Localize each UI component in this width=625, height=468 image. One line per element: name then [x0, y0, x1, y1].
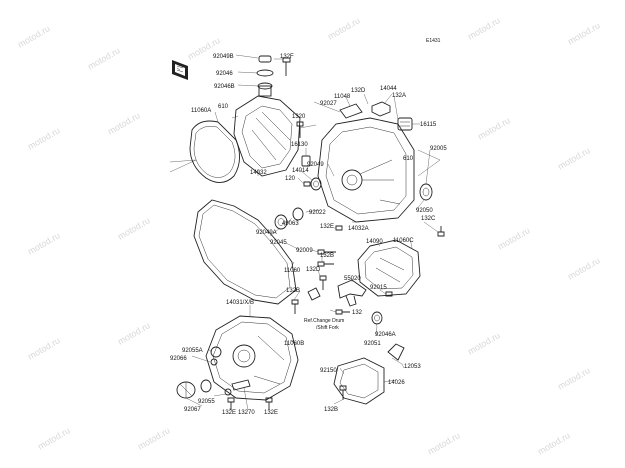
watermark: motod.ru: [26, 335, 62, 361]
label-132B-a: 132B: [320, 253, 334, 259]
sprocket-cover-14026: [333, 343, 405, 405]
label-14014: 14014: [292, 168, 309, 174]
label-92150: 92150: [320, 368, 337, 374]
watermark-layer: motod.ru motod.ru motod.ru motod.ru moto…: [16, 15, 602, 456]
label-92049B: 92049B: [213, 54, 234, 60]
front-arrow-icon: [172, 60, 188, 80]
watermark: motod.ru: [536, 430, 572, 456]
label-92055A: 92055A: [182, 348, 203, 354]
label-11060B: 11060B: [284, 341, 304, 347]
watermark: motod.ru: [566, 20, 602, 46]
label-92009: 92009: [296, 248, 313, 254]
label-1320: 1320: [292, 114, 306, 120]
label-92022: 92022: [309, 210, 326, 216]
watermark: motod.ru: [466, 330, 502, 356]
label-132F: 132F: [280, 54, 294, 60]
label-132B-c: 132B: [324, 407, 338, 413]
label-132E-a: 132E: [222, 410, 236, 416]
label-92055: 92055: [198, 399, 215, 405]
label-92046B: 92046B: [214, 84, 235, 90]
label-92045: 92045: [270, 240, 287, 246]
label-11048: 11048: [334, 94, 351, 100]
label-92049A: 92049A: [256, 230, 277, 236]
clutch-cover-14032: [189, 55, 311, 187]
label-120: 120: [285, 176, 296, 182]
crankcase-cover-14032A: [274, 101, 445, 237]
label-132E-b: 132E: [264, 410, 278, 416]
watermark: motod.ru: [466, 15, 502, 41]
watermark: motod.ru: [26, 230, 62, 256]
label-132B-b: 132B: [286, 288, 300, 294]
label-132-c: 132: [352, 310, 363, 316]
watermark: motod.ru: [86, 45, 122, 71]
label-132D: 132D: [351, 88, 366, 94]
ref-change-drum-line1: Ref.Change Drum: [304, 318, 344, 324]
label-11060C: 11060C: [393, 238, 414, 244]
part-labels: 92049B 132F 92046 92046B 11060A 610 1403…: [170, 54, 447, 416]
label-14031: 14031/X/B: [226, 300, 254, 306]
label-13270: 13270: [238, 410, 255, 416]
generator-cover-14031: [176, 315, 299, 410]
label-14090: 14090: [366, 239, 383, 245]
label-14032A: 14032A: [348, 226, 369, 232]
label-55020: 55020: [344, 276, 361, 282]
label-92027: 92027: [320, 101, 337, 107]
label-11060: 11060: [284, 268, 301, 274]
label-92066: 92066: [170, 356, 187, 362]
label-92051: 92051: [364, 341, 381, 347]
watermark: motod.ru: [116, 320, 152, 346]
label-14026: 14026: [388, 380, 405, 386]
ref-change-drum-line2: /Shift Fork: [316, 325, 339, 331]
watermark: motod.ru: [556, 365, 592, 391]
watermark: motod.ru: [496, 225, 532, 251]
label-92015: 92015: [370, 285, 387, 291]
gasket-11060: [193, 199, 297, 305]
watermark: motod.ru: [476, 115, 512, 141]
diagram-code: E1431: [426, 38, 441, 44]
label-92067: 92067: [184, 407, 201, 413]
label-92046: 92046: [216, 71, 233, 77]
watermark: motod.ru: [556, 145, 592, 171]
label-132D-b: 132D: [306, 267, 321, 273]
label-92046A: 92046A: [375, 332, 396, 338]
label-610-top: 610: [218, 104, 229, 110]
watermark: motod.ru: [36, 425, 72, 451]
label-132C: 132C: [421, 216, 436, 222]
label-92050: 92050: [416, 208, 433, 214]
label-11060A: 11060A: [191, 108, 211, 114]
label-16130: 16130: [291, 142, 308, 148]
watermark: motod.ru: [566, 255, 602, 281]
watermark: motod.ru: [106, 110, 142, 136]
watermark: motod.ru: [326, 15, 362, 41]
label-14032: 14032: [250, 170, 267, 176]
label-92049: 92049: [307, 162, 324, 168]
label-610-right: 610: [403, 156, 414, 162]
label-49063: 49063: [282, 221, 299, 227]
label-92005: 92005: [430, 146, 447, 152]
watermark: motod.ru: [426, 430, 462, 456]
label-14044: 14044: [380, 86, 397, 92]
label-132A: 132A: [392, 93, 406, 99]
leader-lines: [169, 54, 441, 411]
watermark: motod.ru: [116, 215, 152, 241]
watermark: motod.ru: [136, 425, 172, 451]
watermark: motod.ru: [16, 23, 52, 49]
watermark: motod.ru: [26, 125, 62, 151]
label-12053: 12053: [404, 364, 421, 370]
label-132E-mid: 132E: [320, 224, 334, 230]
label-16115: 16115: [420, 122, 437, 128]
